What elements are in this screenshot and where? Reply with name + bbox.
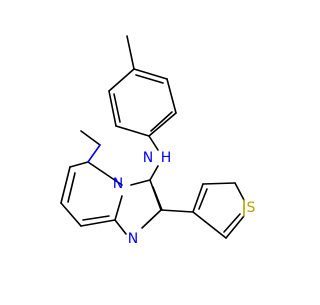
molecule-canvas: N H N N S — [60, 35, 256, 247]
bond — [60, 166, 71, 204]
bond — [148, 135, 159, 151]
bond — [234, 182, 245, 201]
molecule-structure: N H N N S — [60, 35, 256, 247]
bond — [150, 111, 173, 132]
bond — [115, 125, 150, 137]
atom-label-n-imidazole: N — [128, 231, 138, 247]
atom-label-n-bridge: N — [113, 176, 123, 192]
atom-label-layer: N H N N S — [113, 150, 256, 247]
bond — [130, 179, 151, 186]
atom-label-h-amine: H — [161, 150, 172, 166]
bond — [87, 161, 123, 186]
bond — [108, 68, 135, 92]
bond — [113, 93, 121, 123]
bond — [133, 68, 168, 80]
bond — [82, 215, 110, 221]
bond — [141, 209, 162, 229]
bond — [135, 74, 164, 84]
bond — [80, 219, 116, 227]
bond — [67, 172, 76, 203]
bond — [148, 112, 177, 137]
bond — [149, 165, 159, 181]
bond — [198, 188, 208, 210]
bond — [152, 186, 163, 211]
bond — [80, 130, 101, 146]
bond-layer — [60, 35, 245, 239]
bond — [202, 182, 236, 185]
bond — [108, 90, 117, 127]
bond — [87, 144, 101, 163]
bond — [223, 213, 241, 233]
atom-label-s-thiophene: S — [247, 200, 256, 216]
bond — [60, 202, 82, 227]
bond — [114, 195, 123, 221]
bond — [166, 78, 177, 114]
bond — [192, 211, 227, 239]
bond — [192, 183, 204, 213]
bond — [114, 219, 127, 235]
bond — [126, 35, 135, 70]
atom-label-n-amine: N — [143, 150, 153, 166]
hetero-bond-layer — [87, 144, 245, 217]
bond — [69, 161, 89, 168]
bond — [160, 209, 194, 213]
bond — [225, 215, 245, 239]
